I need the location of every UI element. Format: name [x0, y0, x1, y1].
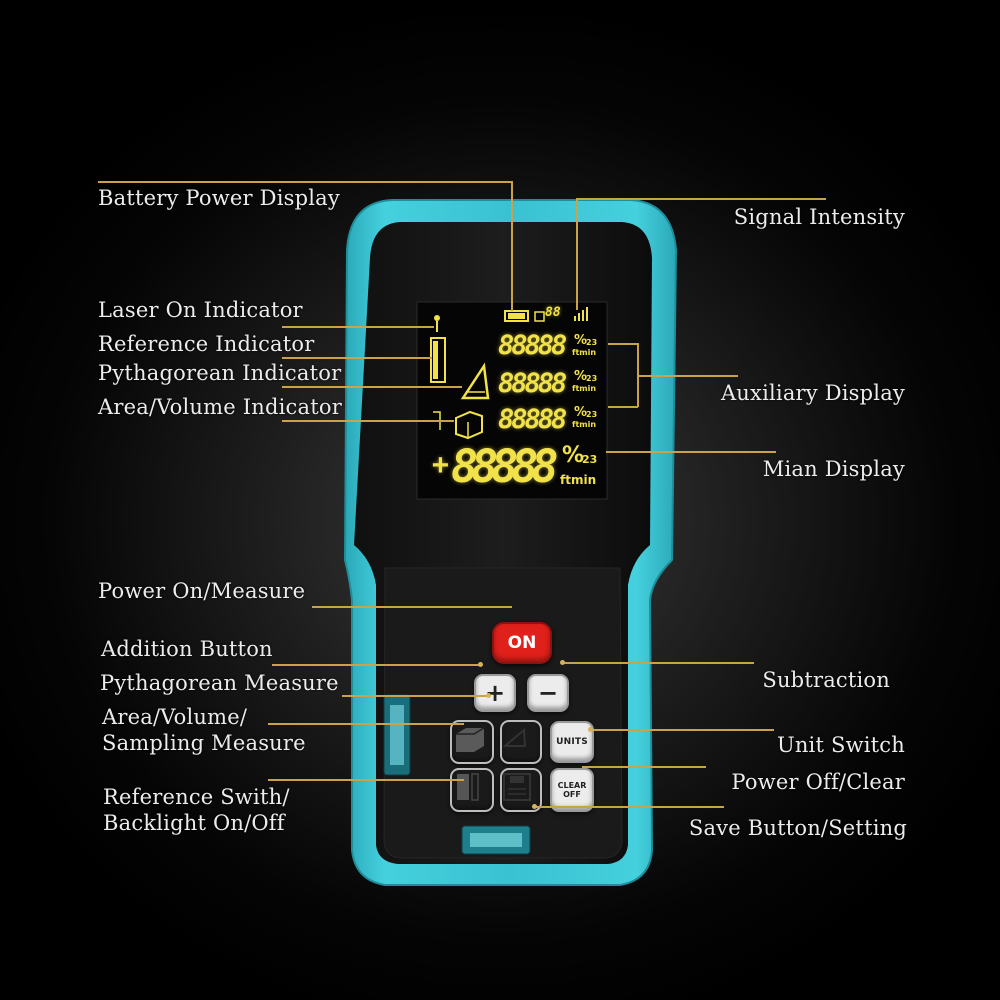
- stack-icon: [534, 311, 545, 322]
- label-signal-intensity: Signal Intensity: [733, 205, 905, 229]
- leader-reference: [282, 357, 432, 359]
- leader-dot-unit: [588, 727, 593, 732]
- leader-unit-switch: [590, 729, 774, 731]
- leader-save: [534, 806, 724, 808]
- aux-unit-power-3: 23: [586, 410, 598, 419]
- aux-unit-percent-3: %: [574, 405, 588, 420]
- pythagorean-button[interactable]: [500, 720, 542, 764]
- aux-display-line-3: 88888: [498, 404, 567, 435]
- label-main-display: Mian Display: [762, 457, 905, 481]
- leader-signal-h: [576, 198, 826, 200]
- area-button-icon: [456, 727, 485, 752]
- aux-unit-power-1: 23: [586, 338, 598, 347]
- label-auxiliary-display: Auxiliary Display: [720, 381, 905, 405]
- subtraction-button[interactable]: −: [527, 674, 569, 712]
- off-label: OFF: [563, 790, 581, 799]
- label-pythagorean-indicator: Pythagorean Indicator: [98, 361, 342, 385]
- power-on-button[interactable]: ON: [492, 622, 552, 664]
- area-volume-button[interactable]: [450, 720, 494, 764]
- label-unit-switch: Unit Switch: [776, 733, 905, 757]
- reference-icon: [430, 337, 446, 383]
- label-laser-on-indicator: Laser On Indicator: [98, 298, 303, 322]
- reference-switch-button[interactable]: [450, 768, 494, 812]
- aux-unit-ftmin-2: ftmin: [572, 384, 597, 393]
- save-button[interactable]: [500, 768, 542, 812]
- aux-unit-ftmin-1: ftmin: [572, 348, 597, 357]
- leader-battery-v: [511, 181, 513, 311]
- laser-on-icon: [434, 315, 440, 332]
- aux-unit-ftmin-3: ftmin: [572, 420, 597, 429]
- battery-icon: [504, 310, 529, 322]
- power-off-clear-button[interactable]: CLEAR OFF: [550, 768, 594, 812]
- leader-area: [282, 420, 454, 422]
- pythagorean-icon: [460, 362, 490, 400]
- label-power-off-clear: Power Off/Clear: [731, 770, 905, 794]
- label-reference-switch-1: Reference Swith/: [103, 785, 290, 809]
- main-unit-ftmin: ftmin: [560, 473, 597, 487]
- leader-dot-addition: [478, 662, 483, 667]
- leader-pythagorean: [282, 386, 462, 388]
- main-display-sign: +: [432, 448, 449, 481]
- addition-button[interactable]: +: [474, 674, 516, 712]
- label-reference-indicator: Reference Indicator: [98, 332, 315, 356]
- label-power-on-measure: Power On/Measure: [98, 579, 306, 603]
- label-pythagorean-measure: Pythagorean Measure: [100, 671, 339, 695]
- leader-aux-bracket-bottom: [608, 406, 638, 408]
- leader-dot-pythagorean: [486, 693, 491, 698]
- label-area-volume-sampling-2: Sampling Measure: [102, 731, 306, 755]
- leader-main: [606, 451, 776, 453]
- main-unit-power: 23: [582, 453, 598, 466]
- leader-reference-switch: [268, 779, 464, 781]
- leader-aux-h: [638, 375, 738, 377]
- label-battery-power-display: Battery Power Display: [98, 186, 340, 210]
- label-save-button-setting: Save Button/Setting: [688, 816, 907, 840]
- leader-battery-h: [98, 181, 512, 183]
- signal-icon: [574, 307, 588, 321]
- leader-subtraction: [562, 662, 754, 664]
- aux-display-line-2: 88888: [498, 368, 567, 399]
- leader-addition: [272, 664, 480, 666]
- save-button-icon: [503, 773, 531, 801]
- label-reference-switch-2: Backlight On/Off: [103, 811, 285, 835]
- main-display-digits: 88888: [451, 440, 559, 493]
- leader-pythagorean-measure: [342, 695, 488, 697]
- leader-power-on: [312, 606, 512, 608]
- pythagorean-button-icon: [502, 727, 527, 747]
- label-area-volume-indicator: Area/Volume Indicator: [98, 395, 342, 419]
- label-subtraction: Subtraction: [762, 668, 890, 692]
- keypad-panel: [383, 567, 623, 859]
- label-area-volume-sampling-1: Area/Volume/: [102, 705, 248, 729]
- leader-dot-subtraction: [560, 660, 565, 665]
- timer-icon: [433, 411, 441, 430]
- leader-power-off: [582, 766, 706, 768]
- aux-unit-percent-1: %: [574, 333, 588, 348]
- leader-dot-save: [532, 804, 537, 809]
- leader-signal-v: [576, 198, 578, 310]
- leader-area-volume: [268, 723, 464, 725]
- area-volume-icon: [455, 410, 483, 440]
- leader-laser: [282, 326, 434, 328]
- aux-display-line-1: 88888: [498, 330, 567, 361]
- label-addition-button: Addition Button: [101, 637, 273, 661]
- unit-switch-button[interactable]: UNITS: [550, 721, 594, 763]
- lcd-screen: [416, 301, 608, 500]
- clear-label: CLEAR: [557, 781, 587, 790]
- main-unit-percent: %: [562, 443, 585, 468]
- aux-unit-power-2: 23: [586, 374, 598, 383]
- lcd-signal-digits: 88: [545, 305, 561, 320]
- leader-aux-bracket-top: [608, 343, 638, 345]
- aux-unit-percent-2: %: [574, 369, 588, 384]
